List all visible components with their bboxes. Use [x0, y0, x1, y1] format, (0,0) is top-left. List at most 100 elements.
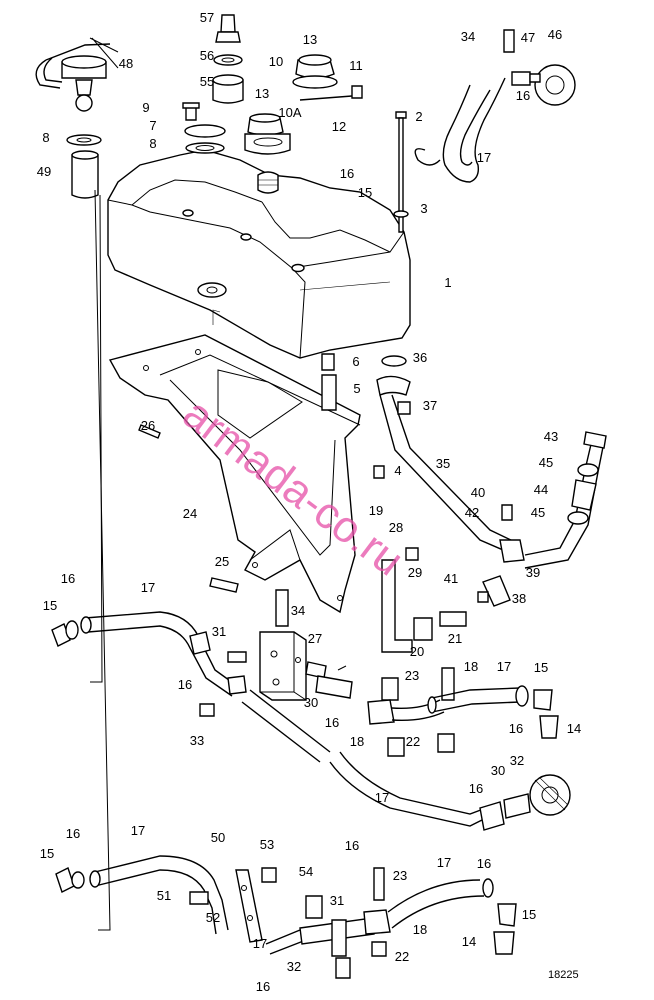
callout-c53: 53	[260, 837, 274, 852]
hose-to-tank-fitting	[329, 751, 571, 831]
callout-c54: 54	[299, 864, 313, 879]
callout-c26: 26	[141, 418, 155, 433]
callout-c51: 51	[157, 888, 171, 903]
callout-c16b: 16	[516, 88, 530, 103]
support-bracket	[381, 547, 467, 653]
breather-hose-upper	[414, 29, 576, 183]
callout-c8b: 8	[42, 130, 49, 145]
callout-c17c: 17	[497, 659, 511, 674]
fuel-hose-middle	[51, 611, 353, 763]
callout-c23a: 23	[405, 668, 419, 683]
callout-c57: 57	[200, 10, 214, 25]
gasket-stack	[182, 102, 226, 154]
callout-c16a: 16	[340, 166, 354, 181]
callout-c52: 52	[206, 910, 220, 925]
callout-c55: 55	[200, 74, 214, 89]
callout-c48: 48	[119, 56, 133, 71]
callout-c29: 29	[408, 565, 422, 580]
callout-c34b: 34	[291, 603, 305, 618]
callout-c32b: 32	[287, 959, 301, 974]
callout-c16c: 16	[61, 571, 75, 586]
tank-bracket	[108, 334, 361, 614]
callout-c46: 46	[548, 27, 562, 42]
callout-c38: 38	[512, 591, 526, 606]
fuel-hose-lower-left	[55, 855, 307, 955]
callout-c43: 43	[544, 429, 558, 444]
tie-rod	[393, 111, 409, 233]
callout-c14b: 14	[462, 934, 476, 949]
callout-c22a: 22	[406, 734, 420, 749]
distribution-block	[209, 577, 327, 701]
callout-c31b: 31	[330, 893, 344, 908]
callout-c16i: 16	[345, 838, 359, 853]
callout-c33: 33	[190, 733, 204, 748]
callout-c15b: 15	[43, 598, 57, 613]
callout-c14a: 14	[567, 721, 581, 736]
mounting-hardware	[138, 353, 385, 479]
callout-c17f: 17	[437, 855, 451, 870]
callout-c17e: 17	[131, 823, 145, 838]
callout-c17g: 17	[253, 936, 267, 951]
fill-pipe	[376, 355, 525, 563]
callout-c16f: 16	[509, 721, 523, 736]
callout-c15a: 15	[358, 185, 372, 200]
callout-c40: 40	[471, 485, 485, 500]
callout-c42: 42	[465, 505, 479, 520]
callout-c47: 47	[521, 30, 535, 45]
callout-c18b: 18	[350, 734, 364, 749]
callout-c35: 35	[436, 456, 450, 471]
callout-c10A: 10A	[278, 105, 301, 120]
callout-c15c: 15	[534, 660, 548, 675]
callout-c10: 10	[269, 54, 283, 69]
callout-c16j: 16	[477, 856, 491, 871]
callout-c20: 20	[410, 644, 424, 659]
callout-c22b: 22	[395, 949, 409, 964]
callout-c36: 36	[413, 350, 427, 365]
tee-fitting-lower	[299, 867, 517, 979]
callout-c44: 44	[534, 482, 548, 497]
callout-c18c: 18	[413, 922, 427, 937]
callout-c1: 1	[444, 275, 451, 290]
callout-c7: 7	[149, 118, 156, 133]
callout-c39: 39	[526, 565, 540, 580]
callout-c11: 11	[349, 58, 363, 73]
callout-c21: 21	[448, 631, 462, 646]
callout-c25: 25	[215, 554, 229, 569]
callout-c17d: 17	[375, 790, 389, 805]
callout-c17a: 17	[477, 150, 491, 165]
sender-unit	[35, 37, 119, 199]
callout-c18a: 18	[464, 659, 478, 674]
callout-c16e: 16	[325, 715, 339, 730]
callout-c31a: 31	[212, 624, 226, 639]
callout-c9: 9	[142, 100, 149, 115]
callout-c3: 3	[420, 201, 427, 216]
callout-c28: 28	[389, 520, 403, 535]
fuel-tank	[107, 149, 411, 359]
callout-c12: 12	[332, 119, 346, 134]
reference-lines	[90, 189, 347, 931]
filler-hose-right	[524, 431, 607, 569]
callout-c32a: 32	[510, 753, 524, 768]
callout-c15d: 15	[40, 846, 54, 861]
callout-c13b: 13	[255, 86, 269, 101]
callout-c17b: 17	[141, 580, 155, 595]
callout-c45a: 45	[539, 455, 553, 470]
callout-c16k: 16	[256, 979, 270, 994]
callout-c13a: 13	[303, 32, 317, 47]
callout-c30b: 30	[491, 763, 505, 778]
callout-c50: 50	[211, 830, 225, 845]
callout-c2: 2	[415, 109, 422, 124]
callout-c16d: 16	[178, 677, 192, 692]
figure-number: 18225	[548, 969, 579, 981]
callout-c5: 5	[353, 381, 360, 396]
callout-c15e: 15	[522, 907, 536, 922]
pipe-clamp-group	[477, 504, 513, 607]
callout-c16h: 16	[66, 826, 80, 841]
callout-c56: 56	[200, 48, 214, 63]
fuel-hose-right	[367, 667, 559, 757]
callout-c8a: 8	[149, 136, 156, 151]
callout-c23b: 23	[393, 868, 407, 883]
callout-c19: 19	[369, 503, 383, 518]
